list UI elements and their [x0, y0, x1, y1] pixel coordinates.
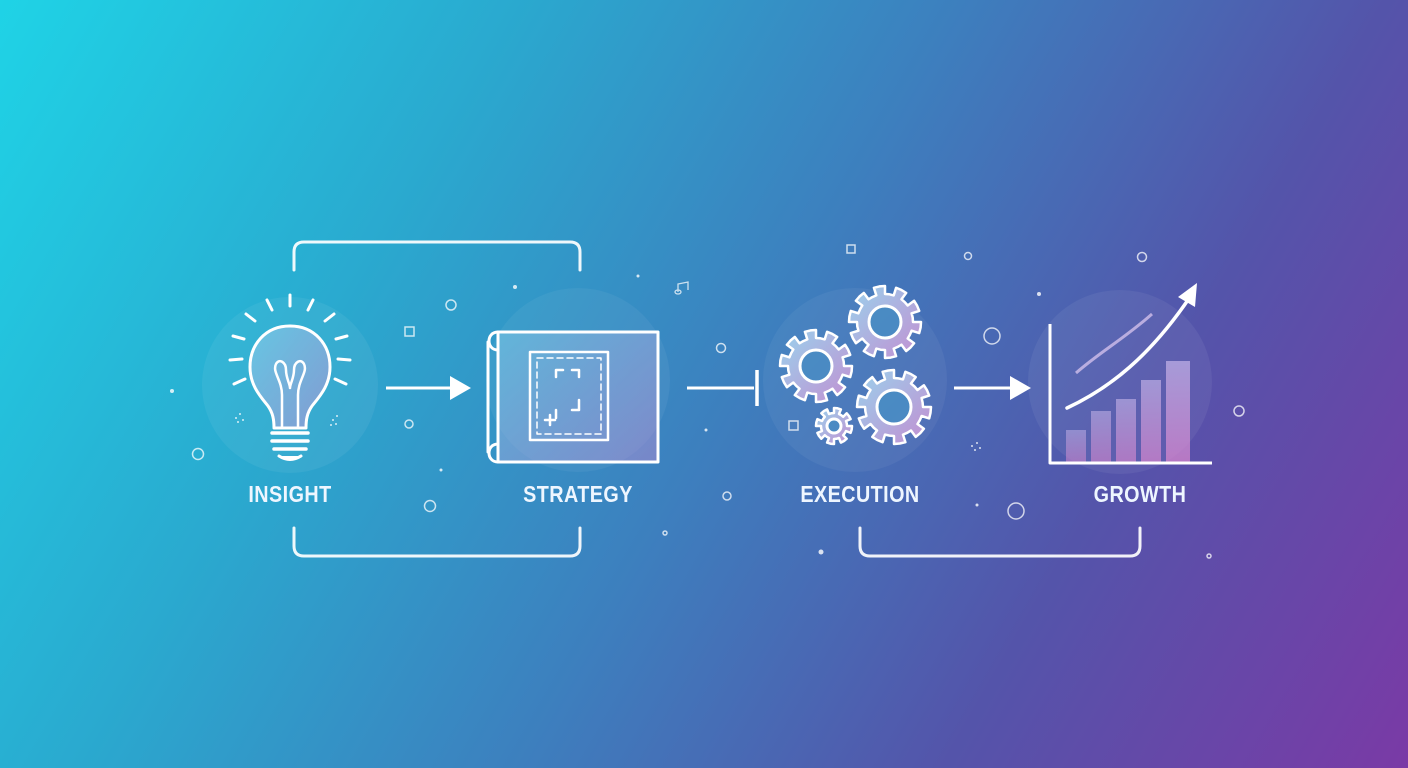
growth-chart-icon — [1048, 283, 1212, 465]
bracket-bottom-left — [292, 526, 582, 558]
arrow-execution-to-growth — [954, 376, 1031, 400]
lightbulb-icon — [228, 293, 352, 461]
bracket-bottom-right — [858, 526, 1142, 558]
gear-right-hub — [875, 388, 913, 426]
blueprint-icon — [486, 330, 660, 464]
stage-label-execution: EXECUTION — [800, 481, 920, 507]
gear-top-hub — [867, 304, 903, 340]
gear-left-hub — [798, 348, 834, 384]
connector-strategy-to-execution — [687, 370, 759, 406]
decorative-particles — [191, 244, 1245, 559]
light-rays — [228, 293, 352, 386]
gears-icon — [778, 284, 933, 446]
stage-label-insight: INSIGHT — [248, 481, 332, 507]
stage-label-growth: GROWTH — [1093, 481, 1187, 507]
bracket-top-left — [292, 240, 582, 272]
stage-label-strategy: STRATEGY — [523, 481, 633, 507]
gear-small-hub — [825, 417, 843, 435]
arrow-insight-to-strategy — [386, 376, 471, 400]
decorative-dots — [170, 274, 1041, 555]
